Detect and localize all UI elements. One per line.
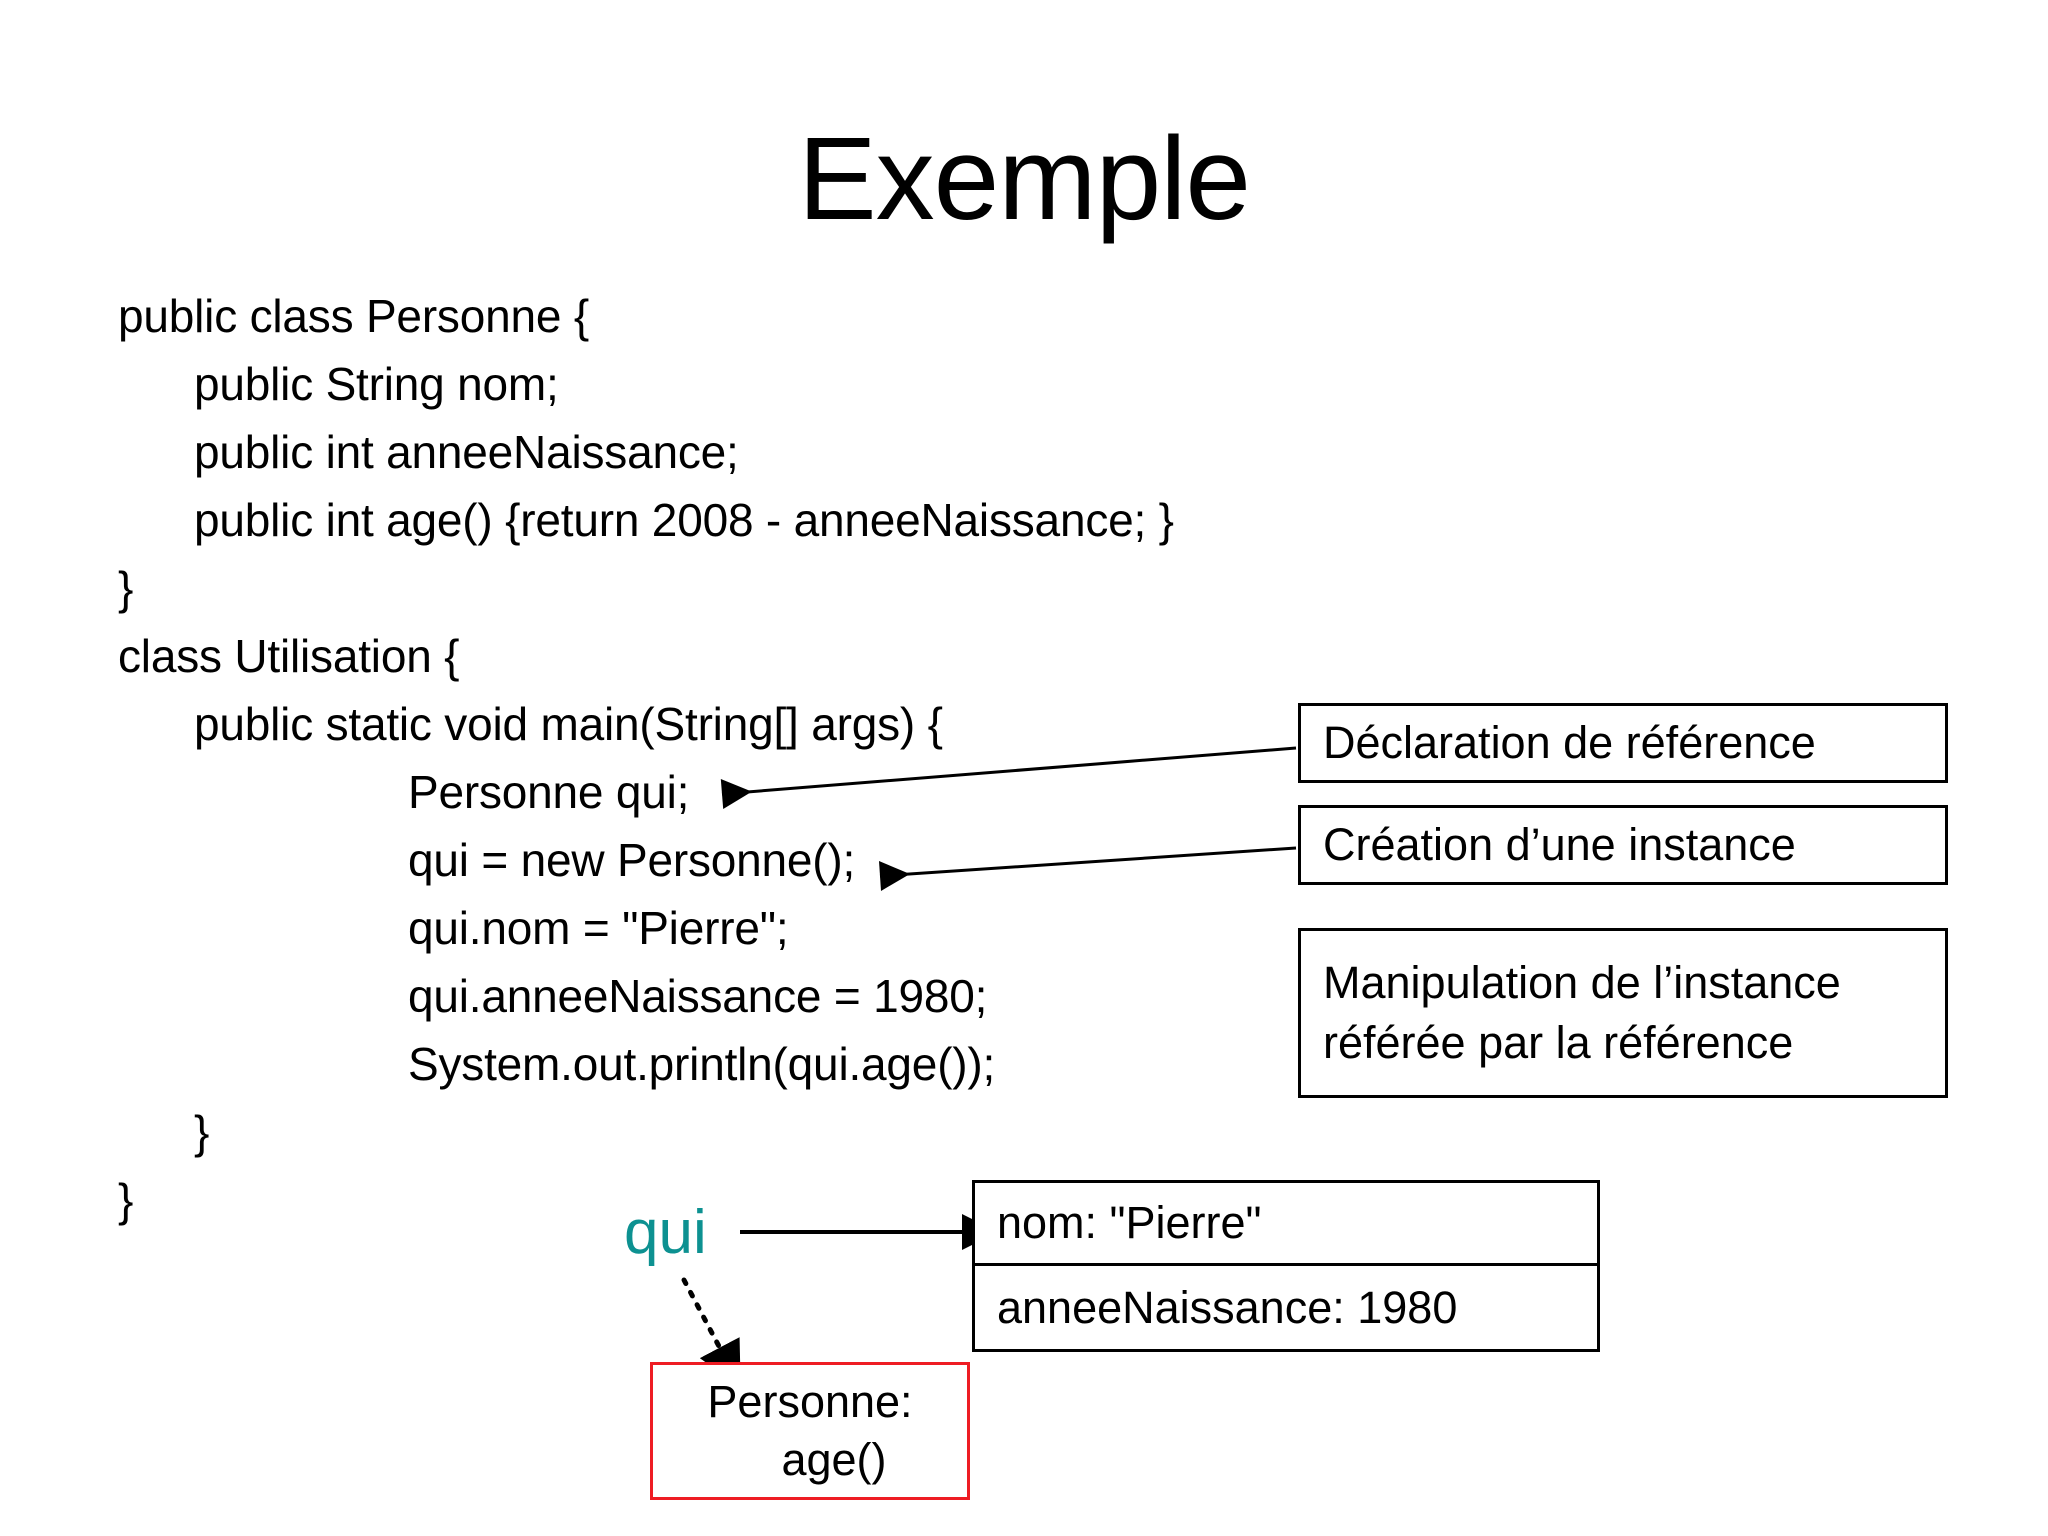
object-field-nom: nom: "Pierre" [975,1183,1597,1266]
object-instance-box: nom: "Pierre" anneeNaissance: 1980 [972,1180,1600,1352]
callout-manipulation-label-line1: Manipulation de l’instance [1323,957,1841,1008]
class-definition-box: Personne: age() [650,1362,970,1500]
callout-declaration-label: Déclaration de référence [1323,717,1816,768]
reference-arrow-dotted [681,1277,741,1388]
class-box-name: Personne: [707,1376,913,1427]
code-line: public int anneeNaissance; [194,426,739,478]
callout-manipulation: Manipulation de l’instance référée par l… [1298,928,1948,1098]
code-line: public int age() {return 2008 - anneeNai… [194,494,1174,546]
object-field-anneenaissance: anneeNaissance: 1980 [997,1281,1458,1333]
code-line: System.out.println(qui.age()); [408,1038,996,1090]
code-line: Personne qui; [408,766,690,818]
code-line: public class Personne { [118,290,590,342]
code-line: public String nom; [194,358,559,410]
code-line: public static void main(String[] args) { [194,698,943,750]
callout-manipulation-label-line2: référée par la référence [1323,1017,1794,1068]
code-line: qui.nom = "Pierre"; [408,902,789,954]
code-line: } [118,1174,134,1226]
reference-variable-label: qui [624,1198,707,1267]
code-line: qui = new Personne(); [408,834,856,886]
code-line: class Utilisation { [118,630,460,682]
page-title: Exemple [797,113,1251,245]
code-listing: public class Personne { public String no… [118,282,1318,1234]
callout-creation-label: Création d’une instance [1323,819,1796,870]
code-line: } [194,1106,210,1158]
code-line: qui.anneeNaissance = 1980; [408,970,988,1022]
callout-declaration: Déclaration de référence [1298,703,1948,783]
code-line: } [118,562,134,614]
class-box-method: age() [781,1434,887,1485]
callout-creation: Création d’une instance [1298,805,1948,885]
